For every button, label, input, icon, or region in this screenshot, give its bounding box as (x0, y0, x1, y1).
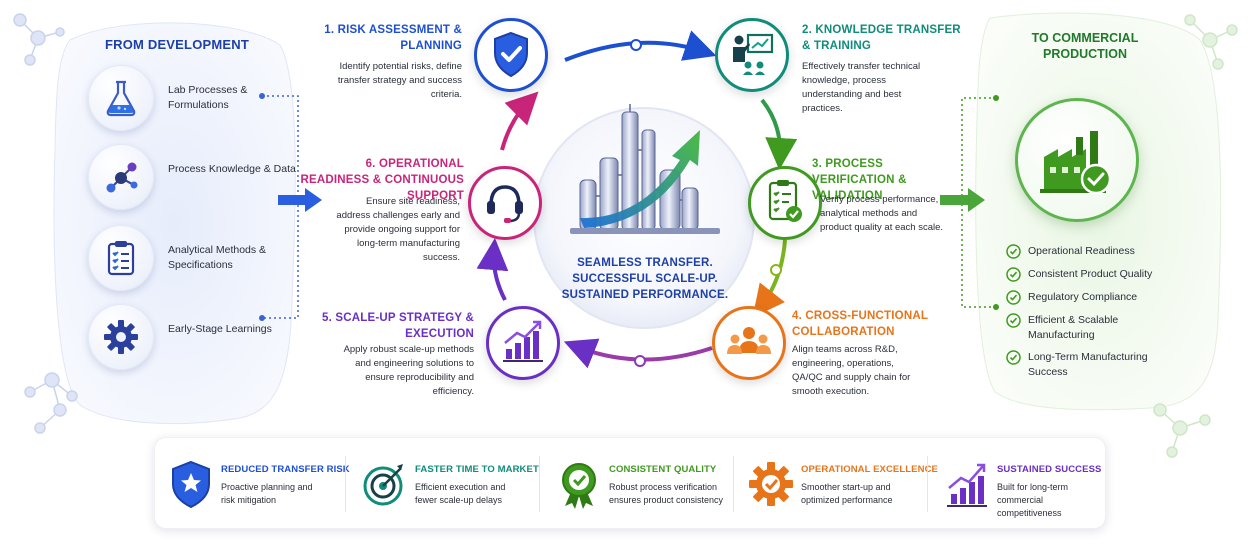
training-icon (715, 18, 789, 92)
source-panel: FROM DEVELOPMENT Lab Processes & Formula… (60, 20, 296, 418)
outcome-item: OPERATIONAL EXCELLENCE Smoother start-up… (735, 438, 938, 530)
step-desc: Align teams across R&D, engineering, ope… (792, 344, 911, 397)
slogan-line: SUSTAINED PERFORMANCE. (561, 289, 729, 301)
benefit-item: Operational Readiness (1006, 244, 1186, 260)
growth-chart-icon (486, 306, 560, 380)
step-desc: Apply robust scale-up methods and engine… (343, 344, 474, 397)
flask-icon (88, 65, 154, 131)
benefit-item: Long-Term Manufacturing Success (1006, 350, 1186, 380)
outcomes-bar: REDUCED TRANSFER RISK Proactive planning… (154, 437, 1106, 529)
molecule-icon (88, 144, 154, 210)
shield-star-icon (172, 460, 210, 509)
target-icon (363, 464, 403, 506)
source-item-lab-processes: Lab Processes & Formulations (88, 65, 298, 135)
shield-check-icon (474, 18, 548, 92)
outcome-title: CONSISTENT QUALITY (609, 464, 717, 475)
step-title: 2. KNOWLEDGE TRANSFER & TRAINING (802, 24, 961, 52)
step-desc: Verify process performance, analytical m… (820, 194, 944, 233)
step-desc: Ensure site readiness, address challenge… (336, 196, 460, 263)
source-item-label: Lab Processes & Formulations (168, 84, 248, 111)
step-desc: Identify potential risks, define transfe… (337, 61, 462, 100)
divider (733, 456, 734, 512)
check-circle-icon (1006, 313, 1021, 328)
source-item-early-stage: Early-Stage Learnings (88, 304, 298, 374)
outcome-item: CONSISTENT QUALITY Robust process verifi… (543, 438, 733, 530)
benefit-label: Efficient & Scalable Manufacturing (1028, 314, 1119, 341)
award-icon (562, 463, 596, 509)
gear-check-icon (749, 462, 793, 506)
source-item-process-knowledge: Process Knowledge & Data (88, 144, 298, 214)
source-item-label: Process Knowledge & Data (168, 163, 296, 175)
outcome-title: SUSTAINED SUCCESS (997, 464, 1102, 475)
gear-icon (88, 304, 154, 370)
team-icon (712, 306, 786, 380)
outcome-desc: Robust process verification ensures prod… (609, 482, 724, 505)
target-panel-title: TO COMMERCIAL PRODUCTION (1031, 31, 1139, 61)
outcome-item: REDUCED TRANSFER RISK Proactive planning… (155, 438, 350, 530)
outcome-item: FASTER TIME TO MARKET Efficient executio… (349, 438, 539, 530)
benefit-item: Regulatory Compliance (1006, 290, 1186, 306)
divider (927, 456, 928, 512)
outcome-desc: Proactive planning and risk mitigation (221, 482, 313, 505)
headset-icon (468, 166, 542, 240)
outcome-title: FASTER TIME TO MARKET (415, 464, 539, 475)
benefit-item: Consistent Product Quality (1006, 267, 1186, 283)
outcome-desc: Built for long-term commercial competiti… (997, 482, 1069, 518)
step-title: 1. RISK ASSESSMENT & PLANNING (324, 24, 462, 52)
outcome-desc: Efficient execution and fewer scale-up d… (415, 482, 506, 505)
benefit-label: Regulatory Compliance (1028, 291, 1138, 303)
step-title: 5. SCALE-UP STRATEGY & EXECUTION (321, 312, 474, 340)
checklist-icon (748, 166, 822, 240)
center-slogan: SEAMLESS TRANSFER. SUCCESSFUL SCALE-UP. … (555, 255, 735, 303)
factory-check-icon (1015, 98, 1139, 222)
check-circle-icon (1006, 267, 1021, 282)
source-panel-title: FROM DEVELOPMENT (104, 37, 250, 52)
check-circle-icon (1006, 244, 1021, 259)
benefit-label: Long-Term Manufacturing Success (1028, 351, 1148, 378)
step-title: 4. CROSS-FUNCTIONAL COLLABORATION (792, 310, 928, 338)
benefit-item: Efficient & Scalable Manufacturing (1006, 313, 1186, 343)
benefit-label: Consistent Product Quality (1028, 268, 1153, 280)
benefit-label: Operational Readiness (1028, 245, 1135, 257)
target-benefit-list: Operational Readiness Consistent Product… (1006, 244, 1186, 387)
outcome-desc: Smoother start-up and optimized performa… (801, 482, 893, 505)
source-item-analytical-methods: Analytical Methods & Specifications (88, 225, 298, 295)
outcome-title: OPERATIONAL EXCELLENCE (801, 464, 938, 475)
check-circle-icon (1006, 290, 1021, 305)
outcome-title: REDUCED TRANSFER RISK (221, 464, 350, 475)
step-desc: Effectively transfer technical knowledge… (802, 61, 921, 114)
source-item-label: Analytical Methods & Specifications (168, 244, 267, 271)
step-title: 6. OPERATIONAL READINESS & CONTINUOUS SU… (300, 158, 464, 202)
step-title: 3. PROCESS VERIFICATION & VALIDATION (812, 158, 907, 202)
slogan-line: SEAMLESS TRANSFER. (577, 257, 713, 269)
check-circle-icon (1006, 350, 1021, 365)
divider (345, 456, 346, 512)
bar-growth-icon (947, 463, 987, 507)
clipboard-icon (88, 225, 154, 291)
slogan-line: SUCCESSFUL SCALE-UP. (572, 273, 718, 285)
divider (539, 456, 540, 512)
outcome-item: SUSTAINED SUCCESS Built for long-term co… (931, 438, 1107, 530)
source-item-label: Early-Stage Learnings (168, 323, 272, 335)
plant-growth-icon (570, 104, 720, 234)
